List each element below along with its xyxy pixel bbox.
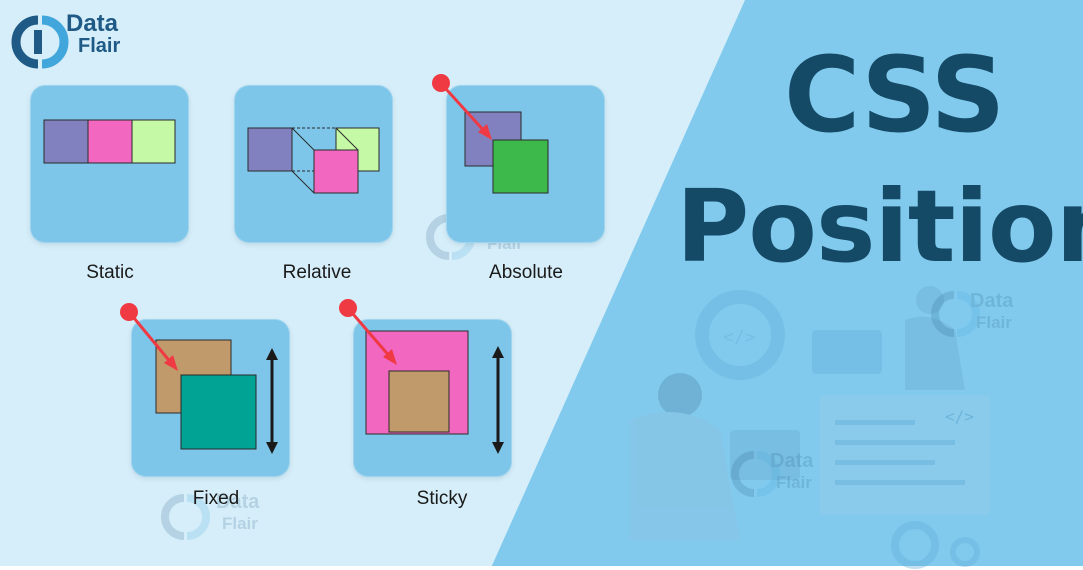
static-box-green [131,119,176,164]
logo-text-flair: Flair [78,35,121,57]
watermark-logo: Data Flair [930,285,1060,345]
watermark-logo-icon [161,494,210,540]
watermark-text-flair: Flair [976,313,1012,332]
svg-text:</>: </> [945,407,974,426]
absolute-box-green [492,139,549,194]
card-static [31,86,188,242]
title-line-1: CSS [784,34,1005,156]
label-absolute: Absolute [489,262,563,283]
sticky-diagram [365,330,504,454]
card-sticky [354,320,511,476]
watermark-logo-icon [931,291,980,337]
card-absolute [447,86,604,242]
watermark-logo: Data Flair [160,488,290,548]
svg-text:</>: </> [723,327,756,348]
watermark-text-flair: Flair [776,473,812,492]
label-static: Static [86,262,134,283]
label-relative: Relative [282,262,352,283]
relative-box-purple [247,127,293,172]
label-fixed: Fixed [192,488,240,509]
relative-box-pink [313,149,359,194]
sticky-scroll-arrow [492,346,504,454]
static-box-pink [87,119,133,164]
dataflair-logo [10,12,140,72]
watermark-logo-icon [731,451,780,497]
label-sticky: Sticky [416,488,468,509]
relative-diagram [247,127,380,194]
watermark-text-data: Data [770,450,814,472]
fixed-box-teal [180,374,257,450]
fixed-diagram [155,339,278,454]
watermark-text-flair: Flair [222,514,258,533]
watermark-text-data: Data [970,290,1014,312]
title-line-2: Position [676,168,1083,285]
dataflair-logo-icon [11,15,69,69]
card-fixed [132,320,289,476]
watermark-text-data: Data [216,491,260,513]
fixed-scroll-arrow [266,348,278,454]
watermark-logo: Data Flair [730,445,860,505]
logo-text-data: Data [66,10,119,37]
static-box-purple [43,119,89,164]
absolute-diagram [464,111,549,194]
card-relative [235,86,392,242]
static-diagram [43,119,176,164]
sticky-box-tan [388,370,450,433]
illustration-people: </> </> [630,286,990,569]
